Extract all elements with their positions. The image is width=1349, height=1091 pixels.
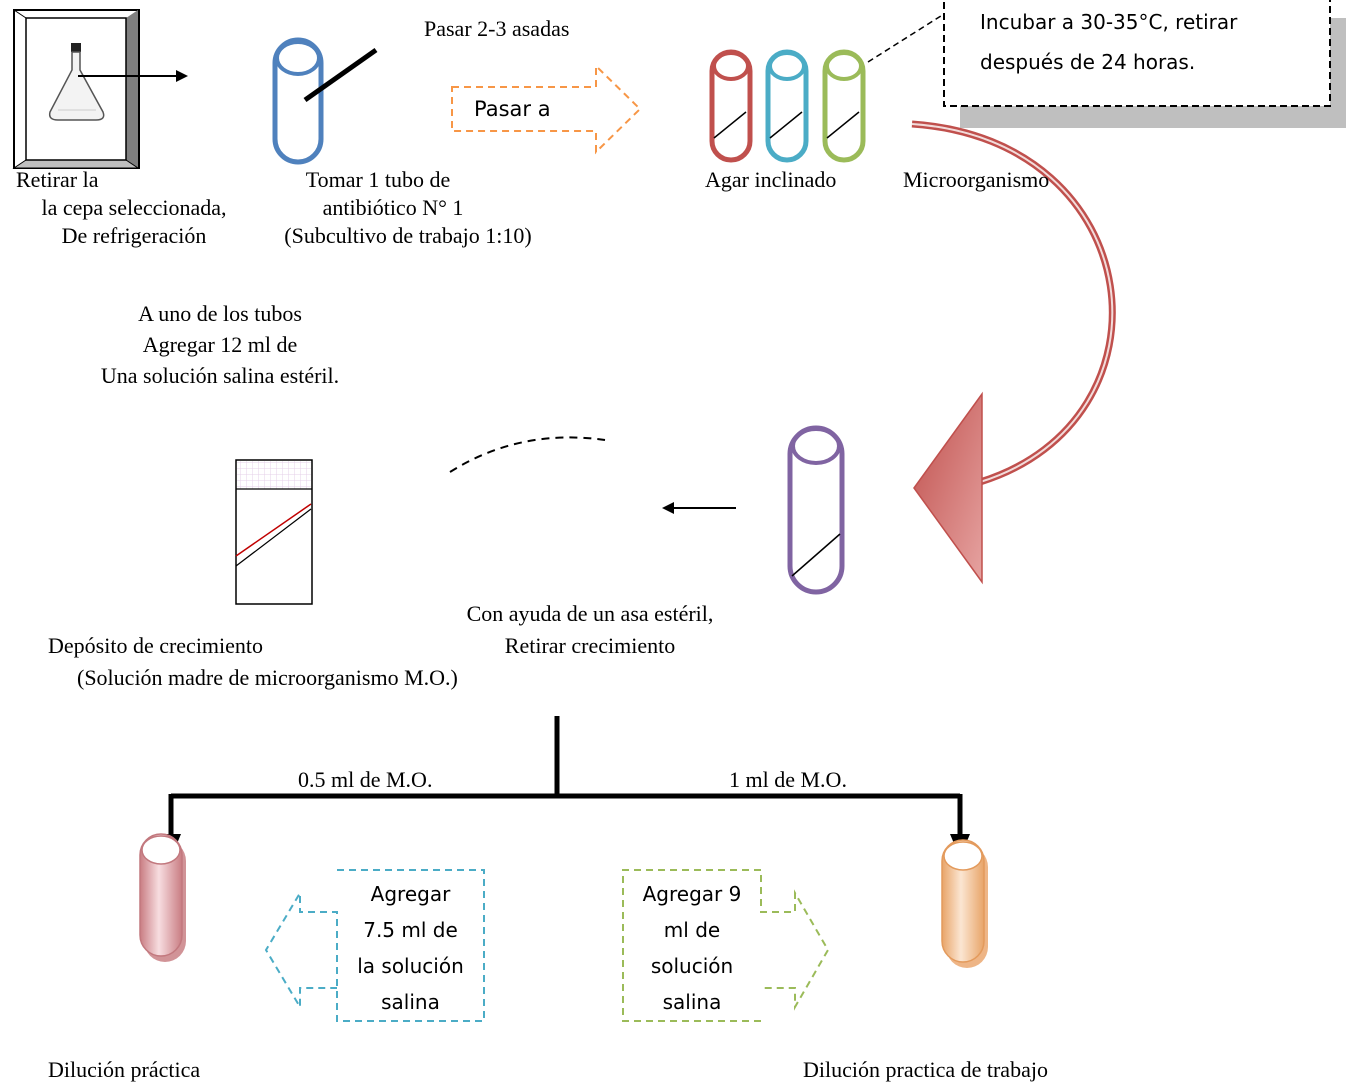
agregar-9-line-1: Agregar 9 [642,882,742,906]
dashed-arc [449,436,606,473]
branch-right-label: 1 ml de M.O. [729,767,847,792]
agregar-75-line-4: salina [381,990,440,1014]
deposito-label: Depósito de crecimiento (Solución madre … [40,630,460,694]
con-ayuda-label: Con ayuda de un asa estéril, Retirar cre… [420,598,760,662]
antibiotic-tube-icon [272,37,378,165]
agregar-75-line-2: 7.5 ml de [363,918,458,942]
orange-dashed-arrow [451,63,642,155]
agregar-9-line-4: salina [662,990,722,1014]
pasar-asadas-label: Pasar 2-3 asadas [424,16,570,41]
tomar-line-3: (Subcultivo de trabajo 1:10) [284,223,532,248]
agregar-75-text: Agregar 7.5 ml de la solución salina [337,876,484,1020]
agregar-salina-label: A uno de los tubos Agregar 12 ml de Una … [60,298,380,391]
agar-tube-cyan-icon [765,49,809,163]
microorganismo-label: Microorganismo [903,167,1050,192]
branch-lines [161,716,970,858]
tomar-line-1: Tomar 1 tubo de [305,167,451,192]
dilucion-right-label: Dilución practica de trabajo [803,1057,1048,1082]
con-ayuda-line-2: Retirar crecimiento [504,633,676,658]
incubar-line-2: después de 24 horas. [980,50,1196,74]
agar-tube-red-icon [709,49,753,163]
curved-red-arrow [911,120,1116,585]
agregar-75-line-1: Agregar [370,882,451,906]
deposito-line-2: (Solución madre de microorganismo M.O.) [77,665,458,690]
tomar-line-2: antibiótico N° 1 [322,195,464,220]
pasar-a-label: Pasar a [474,97,551,121]
incubation-callout [867,0,1346,128]
retirar-line-3: De refrigeración [61,223,207,248]
agar-tube-green-icon [822,49,866,163]
agregar-salina-line-2: Agregar 12 ml de [142,332,298,357]
agregar-salina-line-3: Una solución salina estéril. [100,363,340,388]
agregar-9-text: Agregar 9 ml de solución salina [623,876,761,1020]
orange-tube-icon [941,839,988,968]
incubar-text: Incubar a 30-35°C, retirar después de 24… [980,2,1237,82]
pink-tube-icon [139,833,186,962]
agregar-9-line-2: ml de [663,918,721,942]
con-ayuda-line-1: Con ayuda de un asa estéril, [466,601,714,626]
tomar-label: Tomar 1 tubo de antibiótico N° 1 (Subcul… [228,166,588,250]
agar-label: Agar inclinado [705,167,837,192]
agregar-75-line-3: la solución [357,954,464,978]
agregar-salina-line-1: A uno de los tubos [138,301,302,326]
cyan-dashed-callout [264,869,485,1022]
flask-icon [48,43,105,121]
agregar-9-line-3: solución [650,954,734,978]
dilucion-left-label: Dilución práctica [48,1057,201,1082]
retirar-line-2: la cepa seleccionada, [41,195,227,220]
green-dashed-callout [622,869,830,1022]
arrow-to-tube [78,70,188,82]
retirar-label: Retirar la la cepa seleccionada, De refr… [14,166,254,250]
incubar-line-1: Incubar a 30-35°C, retirar [980,10,1238,34]
deposit-container-icon [235,459,313,605]
branch-left-label: 0.5 ml de M.O. [298,767,433,792]
deposito-line-1: Depósito de crecimiento [48,633,264,658]
purple-tube-icon [787,425,845,595]
retirar-line-1: Retirar la [16,167,99,192]
arrow-left [662,502,736,514]
